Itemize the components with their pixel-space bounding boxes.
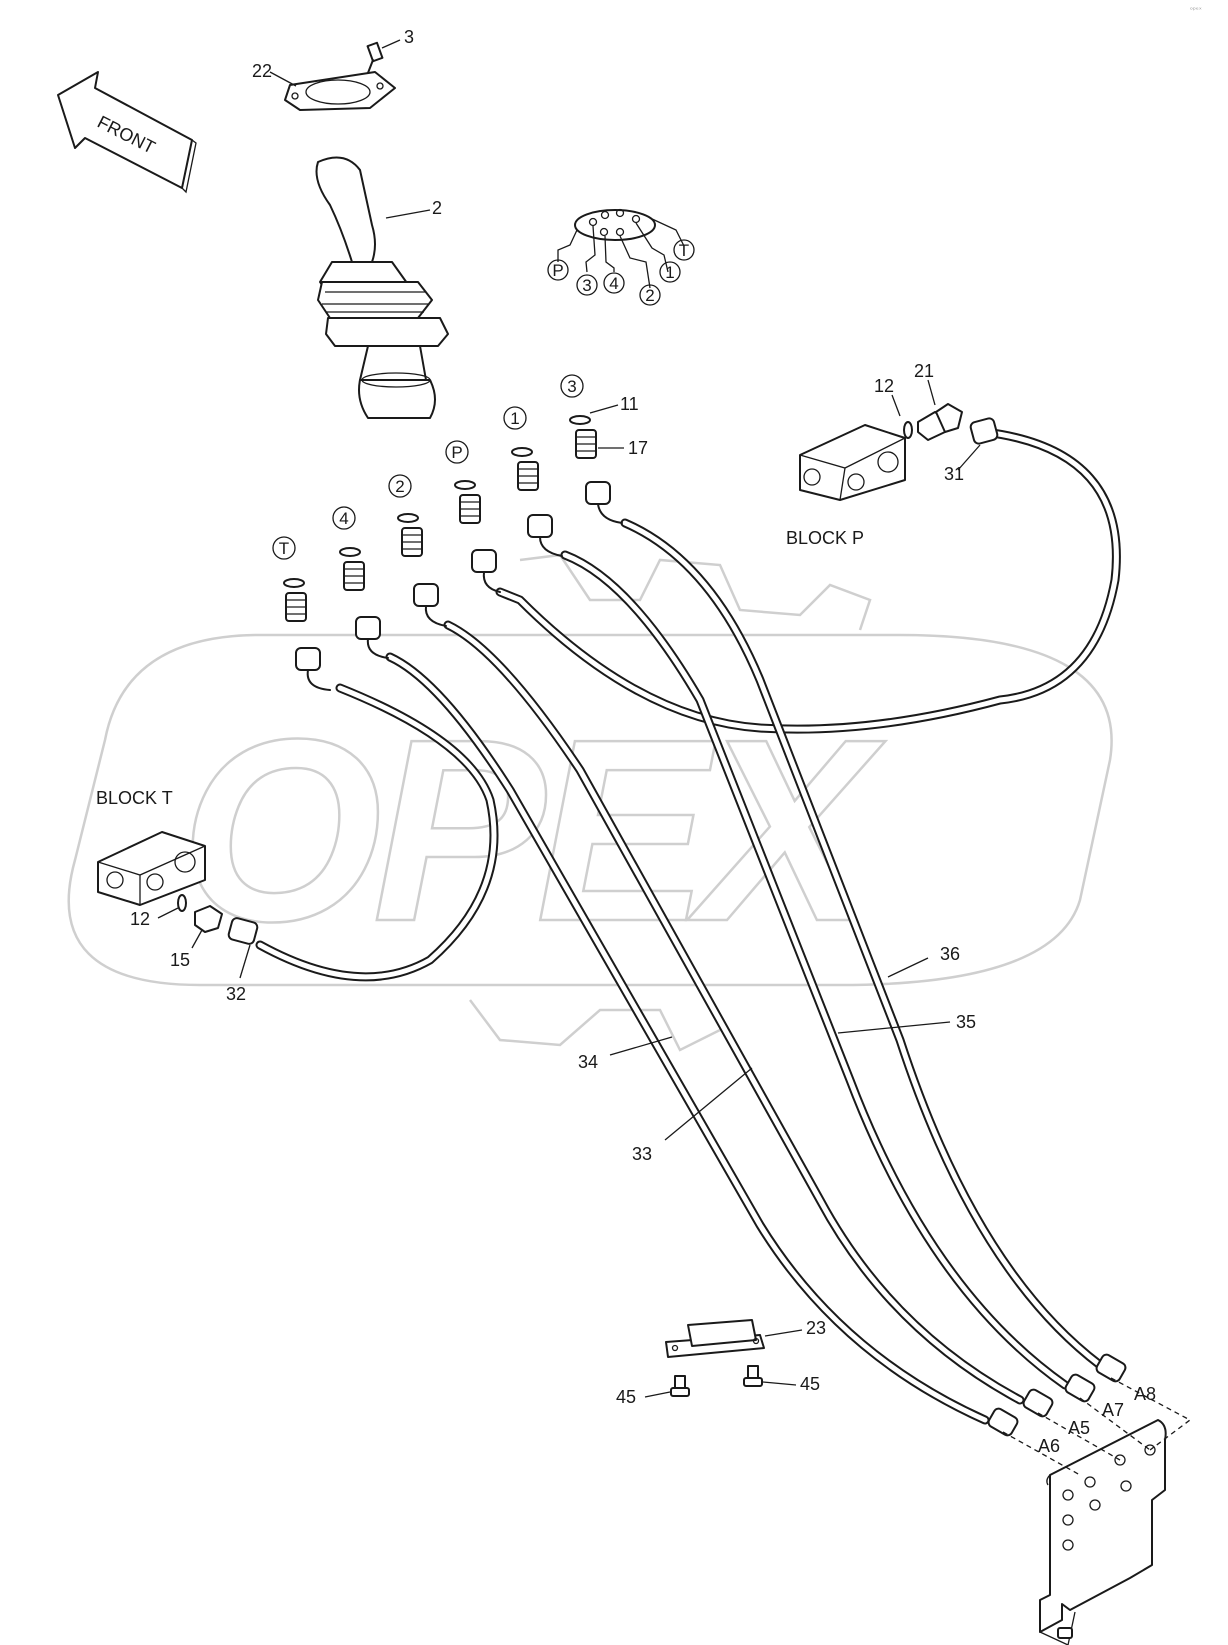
label-part-3: 3: [404, 27, 414, 47]
corner-mark: ᵒᵖᵉˣ: [1190, 6, 1202, 14]
hoses: [255, 427, 1121, 1425]
watermark-logo: OPEX: [67, 553, 1113, 1052]
svg-text:P: P: [451, 443, 462, 462]
svg-text:1: 1: [665, 263, 674, 282]
block-p: 12 21 31 BLOCK P: [786, 361, 999, 548]
bolt-part-45-left: 45: [616, 1375, 690, 1407]
fitting-port-3: 3: [560, 374, 623, 524]
label-part-36: 36: [940, 944, 960, 964]
label-part-2: 2: [432, 198, 442, 218]
svg-text:2: 2: [395, 477, 404, 496]
label-part-32: 32: [226, 984, 246, 1004]
hose-part-32: [255, 683, 499, 982]
mounting-bracket: [1002, 1377, 1192, 1645]
pin-layout-legend: P 3 4 2 1 T: [547, 208, 695, 306]
hose-part-33: [385, 652, 990, 1425]
svg-text:2: 2: [645, 286, 654, 305]
pin-legend-circle-P: P: [547, 259, 569, 281]
front-arrow: FRONT: [57, 71, 197, 194]
label-part-11: 11: [620, 394, 639, 414]
pin-legend-circle-2: 2: [639, 284, 661, 306]
port-label-A5: A5: [1068, 1418, 1090, 1438]
fitting-port-1: 1: [503, 406, 563, 557]
svg-text:P: P: [552, 261, 563, 280]
gasket-part-22: 22: [252, 61, 396, 111]
label-part-34: 34: [578, 1052, 598, 1072]
svg-text:T: T: [279, 539, 289, 558]
label-part-17: 17: [628, 438, 648, 458]
pin-legend-circle-4: 4: [603, 272, 625, 294]
svg-text:T: T: [679, 241, 689, 260]
svg-text:4: 4: [339, 509, 348, 528]
hose-labels: 36 35 34 33: [578, 944, 976, 1164]
fitting-port-2: 2: [388, 474, 447, 627]
label-part-31: 31: [944, 464, 964, 484]
fitting-port-P: P: [445, 440, 501, 593]
block-p-label: BLOCK P: [786, 528, 864, 548]
port-label-A6: A6: [1038, 1436, 1060, 1456]
label-part-45-left: 45: [616, 1387, 636, 1407]
hose-part-31: [495, 427, 1121, 734]
port-end-fittings: A6 A5 A7 A8: [987, 1353, 1156, 1456]
fitting-port-4: 4: [332, 506, 389, 659]
label-part-22: 22: [252, 61, 272, 81]
hose-part-34: [443, 620, 1025, 1405]
clamp-part-23: 23: [665, 1318, 826, 1358]
fitting-port-T: T: [272, 536, 331, 691]
hose-part-35: [560, 550, 1070, 1390]
svg-text:3: 3: [567, 377, 576, 396]
svg-text:4: 4: [609, 274, 618, 293]
label-part-33: 33: [632, 1144, 652, 1164]
port-label-A7: A7: [1102, 1400, 1124, 1420]
bolt-part-3: 3: [365, 27, 414, 79]
label-part-21: 21: [914, 361, 934, 381]
svg-text:1: 1: [510, 409, 519, 428]
pin-legend-circle-T: T: [673, 239, 695, 261]
label-part-12-t: 12: [130, 909, 150, 929]
hose-part-36: [620, 518, 1105, 1370]
pin-legend-circle-1: 1: [659, 261, 681, 283]
label-part-35: 35: [956, 1012, 976, 1032]
label-part-23: 23: [806, 1318, 826, 1338]
svg-text:3: 3: [582, 276, 591, 295]
port-label-A8: A8: [1134, 1384, 1156, 1404]
label-part-12-p: 12: [874, 376, 894, 396]
pin-legend-circle-3: 3: [576, 274, 598, 296]
label-part-45-right: 45: [800, 1374, 820, 1394]
block-t: BLOCK T 12 15 32: [96, 788, 259, 1004]
label-part-15: 15: [170, 950, 190, 970]
bolt-part-45-right: 45: [743, 1365, 820, 1394]
block-t-label: BLOCK T: [96, 788, 173, 808]
joystick-port-fittings: T 4 2 P: [272, 374, 648, 691]
joystick-part-2: 2: [315, 156, 449, 419]
